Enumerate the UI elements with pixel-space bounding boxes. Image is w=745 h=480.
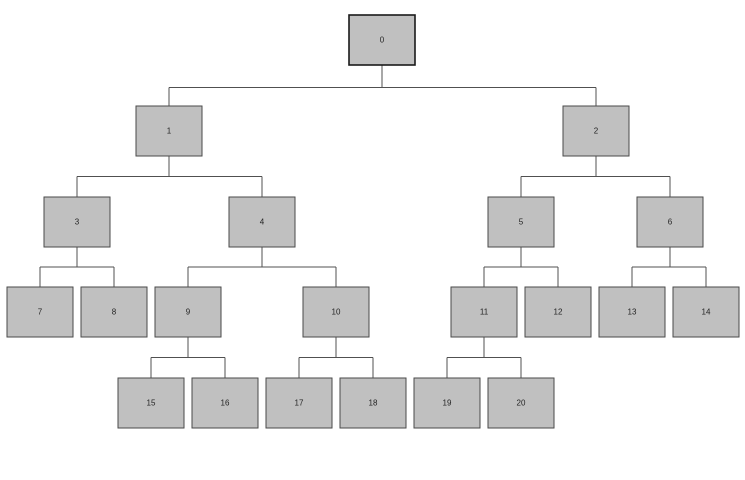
node-15-box	[117, 377, 185, 429]
node-18-label: 18	[369, 399, 378, 408]
node-10-label: 10	[332, 308, 341, 317]
tree-edges	[39, 65, 707, 378]
node-11-label: 11	[480, 308, 489, 317]
node-4: 4	[228, 196, 296, 248]
node-19-label: 19	[443, 399, 452, 408]
node-13-box	[598, 286, 666, 338]
node-0: 0	[348, 14, 416, 66]
node-3-box	[43, 196, 111, 248]
node-7-box	[6, 286, 74, 338]
edge-from-9	[150, 337, 226, 378]
node-20: 20	[487, 377, 555, 429]
node-1: 1	[135, 105, 203, 157]
node-6: 6	[636, 196, 704, 248]
node-0-label: 0	[380, 36, 385, 45]
edge-from-5	[483, 247, 559, 287]
node-2: 2	[562, 105, 630, 157]
node-14-label: 14	[702, 308, 711, 317]
edge-from-1	[76, 156, 263, 197]
node-13-label: 13	[628, 308, 637, 317]
edge-from-2	[520, 156, 671, 197]
node-8-box	[80, 286, 148, 338]
node-5-box	[487, 196, 555, 248]
node-8: 8	[80, 286, 148, 338]
node-18-box	[339, 377, 407, 429]
node-1-box	[135, 105, 203, 157]
node-11-box	[450, 286, 518, 338]
node-5-label: 5	[519, 218, 524, 227]
node-3-label: 3	[75, 218, 80, 227]
node-1-label: 1	[167, 127, 172, 136]
node-7: 7	[6, 286, 74, 338]
node-17-label: 17	[295, 399, 304, 408]
node-15-label: 15	[147, 399, 156, 408]
node-16-box	[191, 377, 259, 429]
node-17-box	[265, 377, 333, 429]
node-4-label: 4	[260, 218, 265, 227]
node-10-box	[302, 286, 370, 338]
node-14: 14	[672, 286, 740, 338]
node-10: 10	[302, 286, 370, 338]
node-19: 19	[413, 377, 481, 429]
node-9: 9	[154, 286, 222, 338]
node-16: 16	[191, 377, 259, 429]
node-13: 13	[598, 286, 666, 338]
edge-from-11	[446, 337, 522, 378]
edge-from-0	[168, 65, 597, 106]
node-6-label: 6	[668, 218, 673, 227]
node-20-label: 20	[517, 399, 526, 408]
node-6-box	[636, 196, 704, 248]
node-7-label: 7	[38, 308, 43, 317]
node-15: 15	[117, 377, 185, 429]
node-9-box	[154, 286, 222, 338]
node-9-label: 9	[186, 308, 191, 317]
node-19-box	[413, 377, 481, 429]
node-5: 5	[487, 196, 555, 248]
node-20-box	[487, 377, 555, 429]
node-16-label: 16	[221, 399, 230, 408]
edge-from-3	[39, 247, 115, 287]
edge-from-6	[631, 247, 707, 287]
node-14-box	[672, 286, 740, 338]
node-0-box	[348, 14, 416, 66]
edge-from-4	[187, 247, 337, 287]
node-3: 3	[43, 196, 111, 248]
node-2-box	[562, 105, 630, 157]
node-2-label: 2	[594, 127, 599, 136]
node-8-label: 8	[112, 308, 117, 317]
node-11: 11	[450, 286, 518, 338]
edge-from-10	[298, 337, 374, 378]
node-12: 12	[524, 286, 592, 338]
node-12-box	[524, 286, 592, 338]
node-4-box	[228, 196, 296, 248]
node-18: 18	[339, 377, 407, 429]
node-12-label: 12	[554, 308, 563, 317]
node-17: 17	[265, 377, 333, 429]
